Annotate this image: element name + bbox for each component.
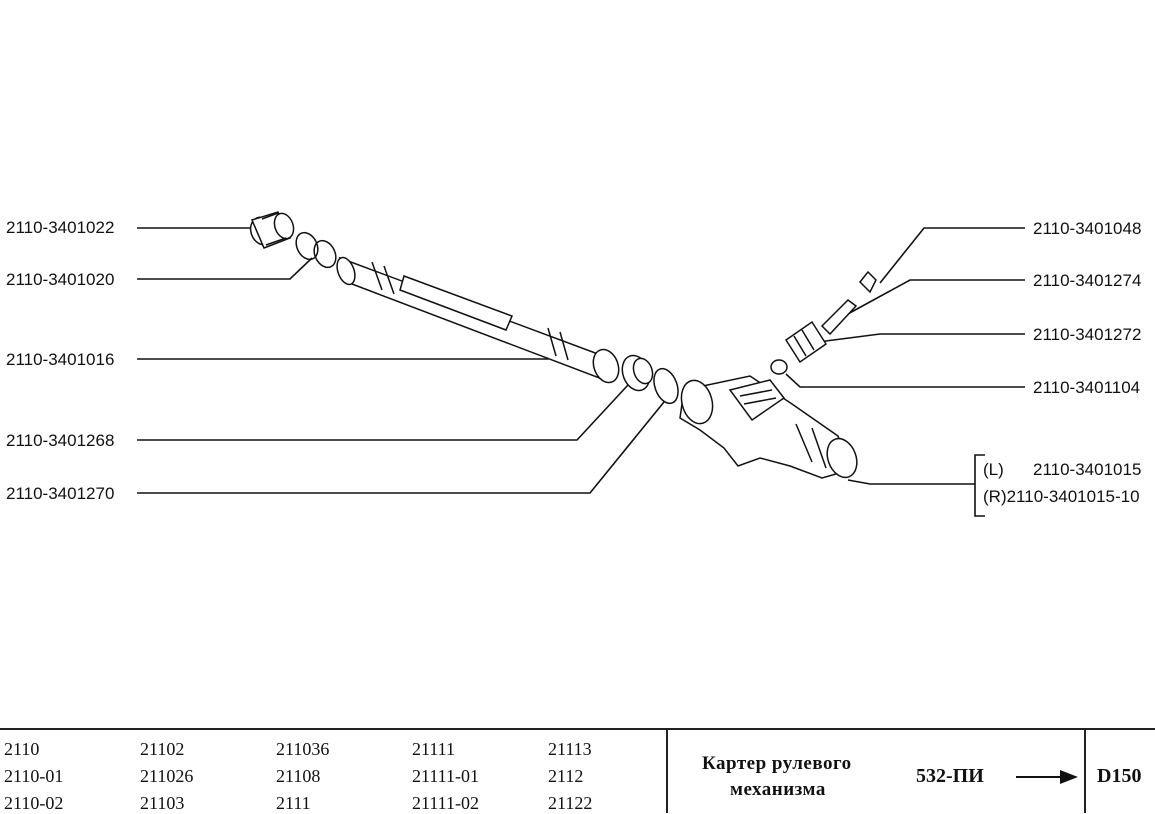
leader-line-3401268: [137, 384, 629, 441]
o-ring-icon: [295, 231, 319, 261]
model-code: 21122: [548, 793, 593, 813]
model-code: 211026: [140, 766, 194, 786]
model-code: 2110-02: [4, 793, 64, 813]
part-label-3401272: 2110-3401272: [1033, 325, 1142, 344]
spacer-part-icon: [770, 359, 788, 375]
part-label-3401270: 2110-3401270: [6, 484, 115, 503]
part-label-3401016: 2110-3401016: [6, 350, 115, 369]
housing-left-prefix: (L): [983, 460, 1004, 479]
divider: [1084, 730, 1086, 813]
page-code: D150: [1097, 765, 1142, 787]
leader-line-3401015: [847, 479, 975, 485]
section-title-line1: Картер рулевого: [702, 753, 852, 774]
arrow-right-icon: [1016, 770, 1078, 784]
title-block: 2110 2110-01 2110-02 21102 211026 21103 …: [0, 728, 1155, 813]
housing-right-label: (R)2110-3401015-10: [983, 487, 1140, 506]
model-code: 21113: [548, 739, 592, 759]
o-ring-icon: [653, 367, 679, 405]
clip-part-icon: [858, 270, 877, 294]
exploded-diagram: 2110-3401022 2110-3401020 2110-3401016 2…: [6, 211, 1142, 517]
diagram-drawing: [137, 211, 1025, 517]
housing-part-icon: [679, 375, 858, 479]
model-code: 21102: [140, 739, 185, 759]
model-code: 21103: [140, 793, 185, 813]
housing-left-part: 2110-3401015: [1033, 460, 1142, 479]
housing-bracket: [974, 454, 985, 517]
model-code: 21111: [412, 739, 455, 759]
pin-part-icon: [820, 299, 858, 336]
ring-part-icon: [621, 354, 654, 392]
nut-part-icon: [249, 211, 295, 249]
divider: [666, 730, 668, 813]
o-ring-icon: [313, 239, 337, 269]
section-title-line2: механизма: [730, 779, 826, 800]
model-code: 2110-01: [4, 766, 64, 786]
part-label-3401104: 2110-3401104: [1033, 378, 1141, 397]
model-code: 2111: [276, 793, 311, 813]
part-label-3401274: 2110-3401274: [1033, 271, 1142, 290]
leader-line-3401270: [137, 401, 665, 494]
model-code: 211036: [276, 739, 330, 759]
part-label-3401268: 2110-3401268: [6, 431, 115, 450]
leader-line-3401274: [845, 279, 1025, 316]
leader-line-3401272: [817, 333, 1025, 343]
leader-line-3401016: [137, 347, 561, 360]
bushing-part-icon: [784, 320, 828, 364]
model-code: 21108: [276, 766, 321, 786]
part-label-3401022: 2110-3401022: [6, 218, 115, 237]
model-code: 21111-01: [412, 766, 479, 786]
leader-line-3401048: [879, 227, 1025, 284]
leader-line-3401104: [785, 373, 1025, 388]
model-code: 2110: [4, 739, 40, 759]
leader-line-3401020: [137, 257, 313, 280]
model-code: 21111-02: [412, 793, 479, 813]
tube-part-icon: [336, 256, 620, 384]
reference-code: 532-ПИ: [916, 765, 984, 787]
model-code: 2112: [548, 766, 584, 786]
part-label-3401048: 2110-3401048: [1033, 219, 1142, 238]
part-label-3401020: 2110-3401020: [6, 270, 115, 289]
